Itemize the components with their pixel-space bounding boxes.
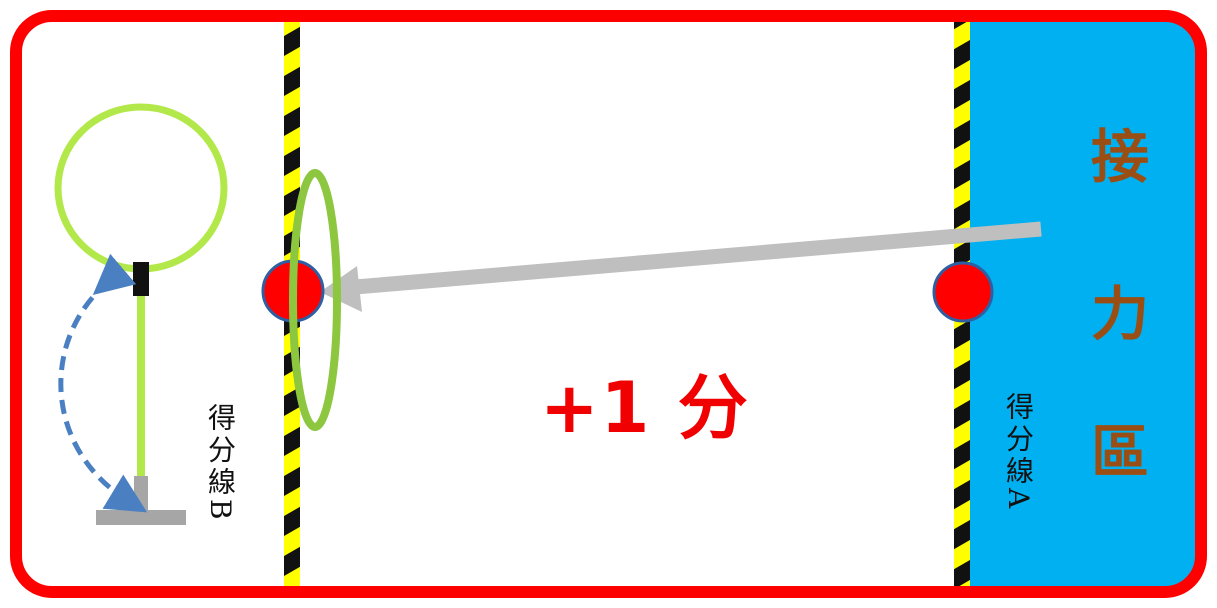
relay-zone-char: 力 — [1090, 280, 1149, 348]
stand-base-post — [134, 476, 148, 512]
hoop-connector — [133, 262, 149, 296]
score-line-a-label: 得分線A — [1002, 392, 1035, 513]
marker-a — [932, 261, 994, 323]
relay-zone-char: 接 — [1090, 123, 1149, 191]
thrown-ring — [289, 169, 341, 431]
board-border — [10, 10, 1207, 598]
throw-arrow-head — [320, 266, 362, 312]
swing-arrow — [58, 253, 148, 513]
relay-zone-char: 區 — [1090, 418, 1149, 486]
throw-arrow-shaft — [354, 221, 1042, 295]
score-line-b-label: 得分線B — [204, 403, 237, 524]
stand-base — [96, 510, 186, 525]
hoop-pole — [137, 290, 145, 478]
score-points-label: +1 分 — [540, 367, 750, 449]
relay-zone — [965, 16, 1201, 592]
